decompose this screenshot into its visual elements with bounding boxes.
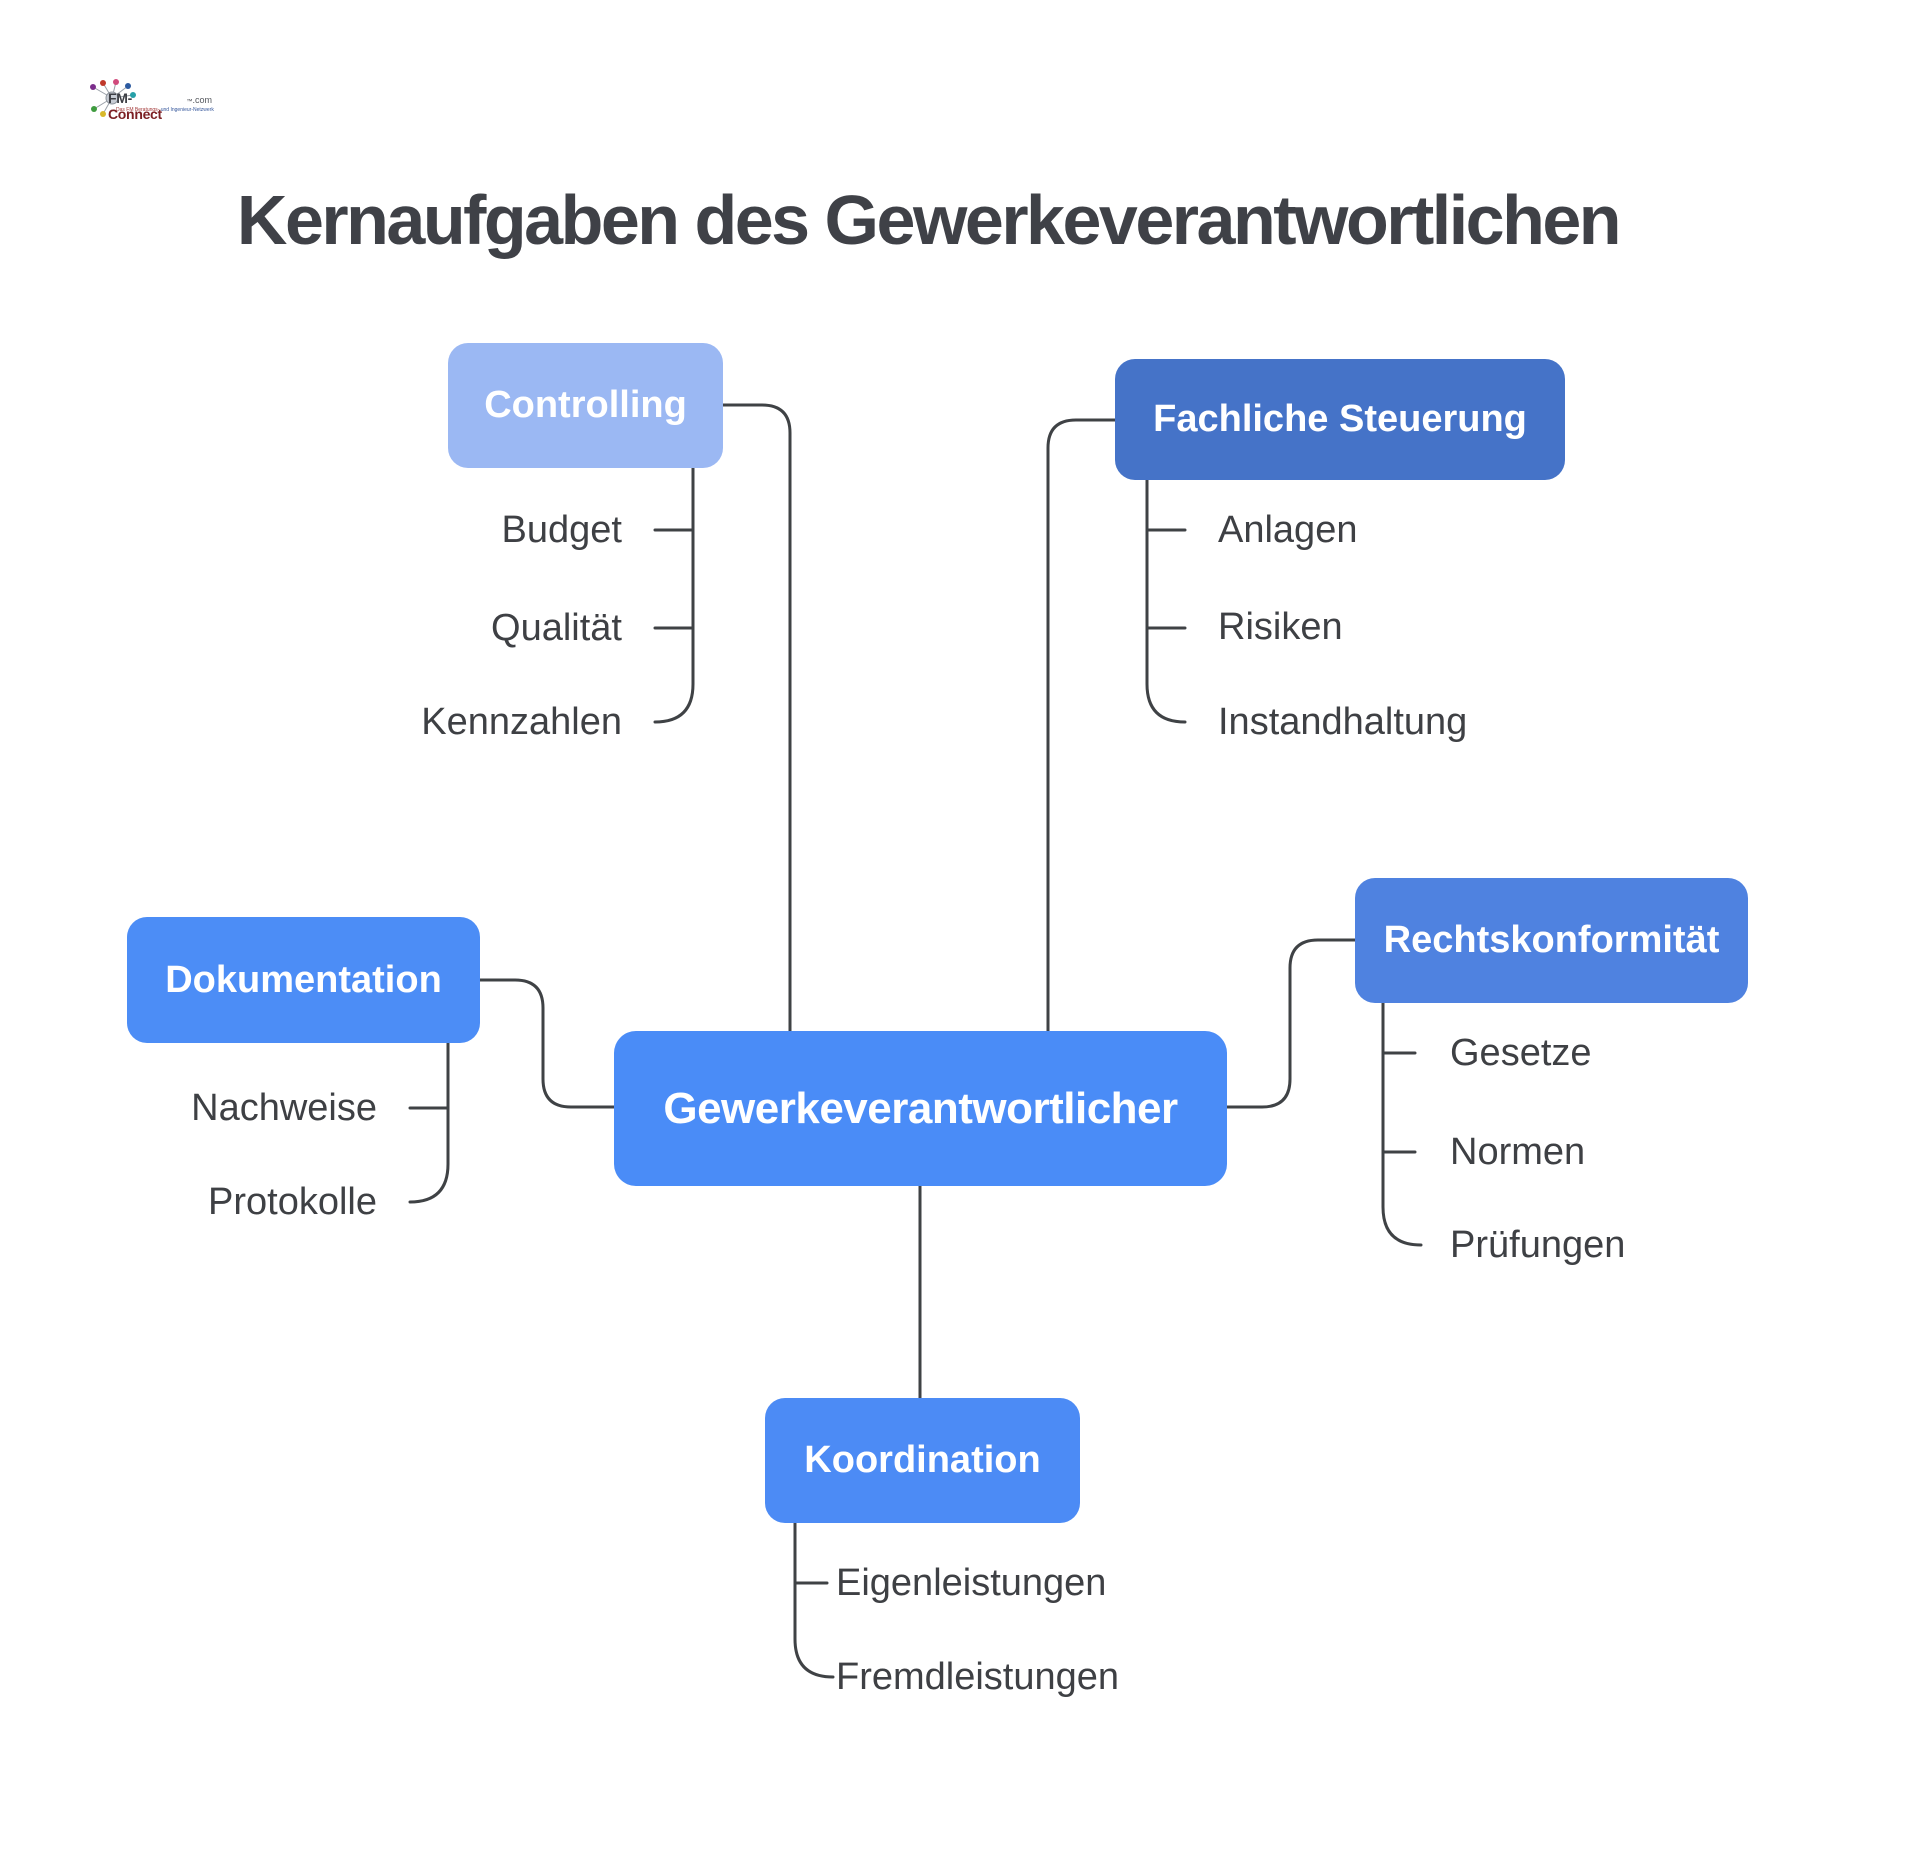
node-label: Koordination [804, 1439, 1041, 1481]
logo-wordmark: FM-Connect [108, 90, 162, 122]
node-label: Rechtskonformität [1383, 919, 1720, 961]
child-nachweise: Nachweise [191, 1087, 377, 1129]
child-gesetze: Gesetze [1450, 1032, 1592, 1074]
child-pruefungen: Prüfungen [1450, 1224, 1626, 1266]
child-risiken: Risiken [1218, 606, 1343, 648]
node-fachliche-steuerung: Fachliche Steuerung [1115, 359, 1565, 480]
spine-controlling-children [653, 466, 695, 724]
node-label: Fachliche Steuerung [1153, 398, 1527, 440]
spine-rechtskonformitaet-children [1381, 1001, 1423, 1247]
node-gewerkeverantwortlicher: Gewerkeverantwortlicher [614, 1031, 1227, 1186]
node-label: Dokumentation [165, 958, 442, 1001]
logo-tagline: Das FM Beratungs- und Ingenieur-Netzwerk [116, 107, 214, 113]
child-eigenleistungen: Eigenleistungen [836, 1562, 1107, 1604]
link-fachliche-center [1046, 418, 1117, 1033]
logo-suffix: .com [192, 95, 212, 105]
child-instandhaltung: Instandhaltung [1218, 701, 1468, 743]
spine-dokumentation-children [408, 1041, 450, 1204]
logo-trademark: ™ [186, 99, 193, 105]
child-protokolle: Protokolle [208, 1181, 377, 1223]
child-fremdleistungen: Fremdleistungen [836, 1656, 1120, 1698]
node-koordination: Koordination [765, 1398, 1080, 1523]
link-dokumentation-center [478, 978, 616, 1109]
spine-koordination-children [793, 1521, 835, 1679]
molecule-icon [90, 79, 136, 117]
child-kennzahlen: Kennzahlen [421, 701, 622, 743]
link-controlling-center [721, 403, 792, 1033]
fm-connect-logo[interactable]: FM-Connect ™ .com Das FM Beratungs- und … [82, 78, 214, 128]
child-anlagen: Anlagen [1218, 509, 1358, 551]
node-dokumentation: Dokumentation [127, 917, 480, 1043]
node-label: Controlling [484, 384, 687, 426]
link-center-rechtskonformitaet [1225, 938, 1357, 1109]
spine-fachliche-children [1145, 478, 1187, 724]
node-rechtskonformitaet: Rechtskonformität [1355, 878, 1748, 1003]
child-budget: Budget [501, 509, 622, 551]
node-label: Gewerkeverantwortlicher [663, 1083, 1178, 1133]
child-normen: Normen [1450, 1131, 1586, 1173]
page-title: Kernaufgaben des Gewerkeverantwortlichen [236, 180, 1622, 259]
child-qualitaet: Qualität [491, 607, 622, 649]
node-controlling: Controlling [448, 343, 723, 468]
